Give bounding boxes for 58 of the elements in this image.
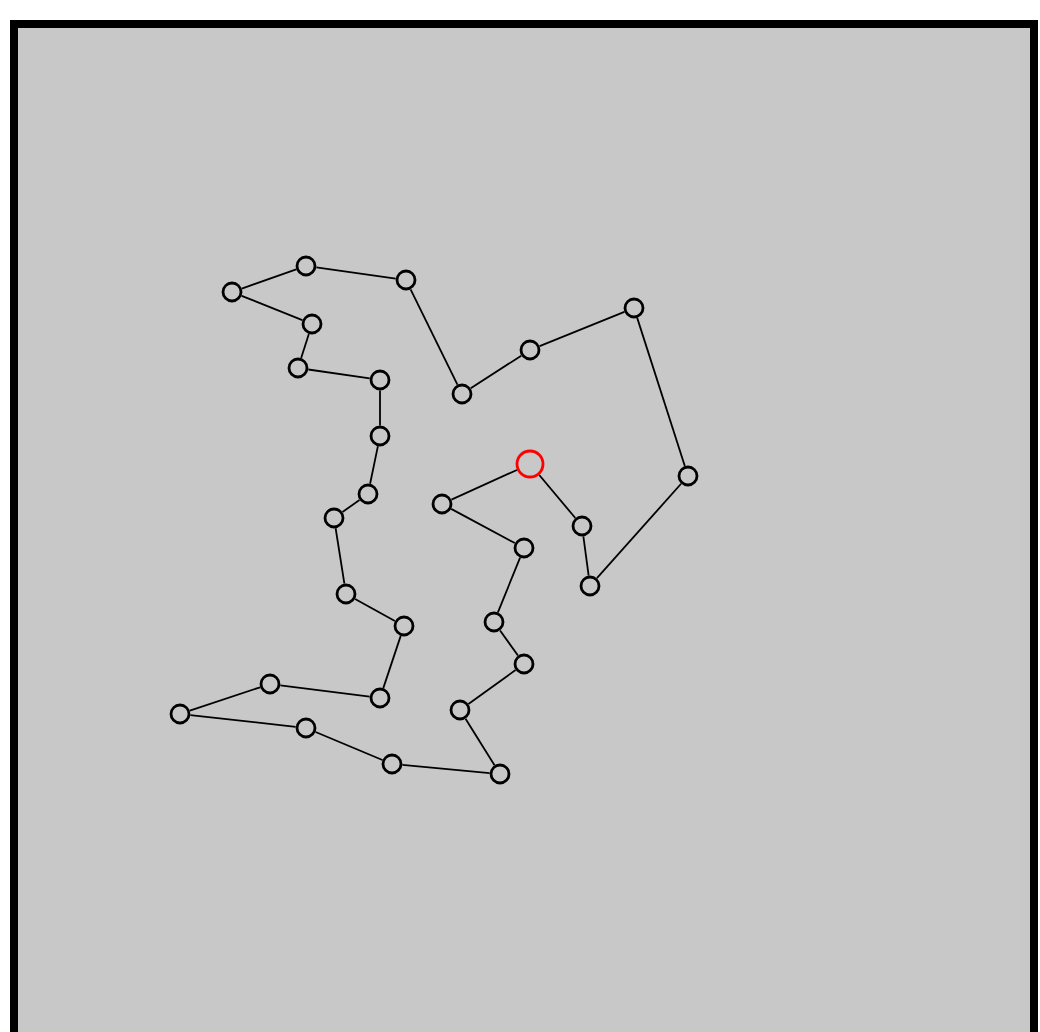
point-circle bbox=[623, 297, 645, 319]
point-circle bbox=[451, 383, 473, 405]
tour-line bbox=[188, 686, 262, 712]
point-circle bbox=[677, 465, 699, 487]
tour-line bbox=[538, 311, 626, 347]
point-circle bbox=[513, 653, 535, 675]
point-circle bbox=[395, 269, 417, 291]
tour-line bbox=[467, 669, 517, 705]
tour-line bbox=[464, 717, 496, 767]
tour-line bbox=[582, 535, 590, 577]
tour-line bbox=[497, 556, 521, 614]
tour-line bbox=[307, 368, 371, 380]
point-circle bbox=[381, 753, 403, 775]
tour-line bbox=[469, 354, 523, 390]
tour-line bbox=[499, 629, 519, 657]
tour-line bbox=[334, 527, 346, 585]
tour-line bbox=[354, 598, 396, 622]
tour-line bbox=[240, 294, 304, 322]
tour-line bbox=[450, 469, 518, 501]
point-circle bbox=[571, 515, 593, 537]
tour-line bbox=[379, 389, 381, 427]
tour-line bbox=[636, 317, 686, 467]
point-circle bbox=[431, 493, 453, 515]
point-circle bbox=[169, 703, 191, 725]
point-circle bbox=[483, 611, 505, 633]
point-circle bbox=[449, 699, 471, 721]
point-circle bbox=[259, 673, 281, 695]
tour-line bbox=[341, 499, 361, 513]
point-circle bbox=[287, 357, 309, 379]
point-circle bbox=[357, 483, 379, 505]
point-circle bbox=[335, 583, 357, 605]
tour-line bbox=[596, 482, 682, 580]
tour-line bbox=[409, 288, 459, 386]
point-circle bbox=[295, 717, 317, 739]
tour-line bbox=[240, 268, 298, 290]
point-circle bbox=[579, 575, 601, 597]
point-circle bbox=[301, 313, 323, 335]
tour-line bbox=[369, 445, 379, 485]
tour-line bbox=[450, 508, 516, 544]
tour-line bbox=[189, 714, 297, 728]
tour-line bbox=[538, 474, 577, 519]
point-circle bbox=[295, 255, 317, 277]
point-circle bbox=[489, 763, 511, 785]
point-circle bbox=[369, 425, 391, 447]
point-circle bbox=[513, 537, 535, 559]
tour-line bbox=[279, 684, 371, 698]
tour-line bbox=[315, 266, 397, 280]
point-circle bbox=[323, 507, 345, 529]
highlighted-circle bbox=[515, 449, 545, 479]
tour-line bbox=[314, 731, 384, 761]
point-circle bbox=[369, 369, 391, 391]
tour-line bbox=[382, 634, 402, 689]
tour-line bbox=[300, 333, 310, 359]
point-circle bbox=[519, 339, 541, 361]
point-circle bbox=[369, 687, 391, 709]
tour-line bbox=[401, 764, 491, 774]
point-circle bbox=[393, 615, 415, 637]
point-circle bbox=[221, 281, 243, 303]
